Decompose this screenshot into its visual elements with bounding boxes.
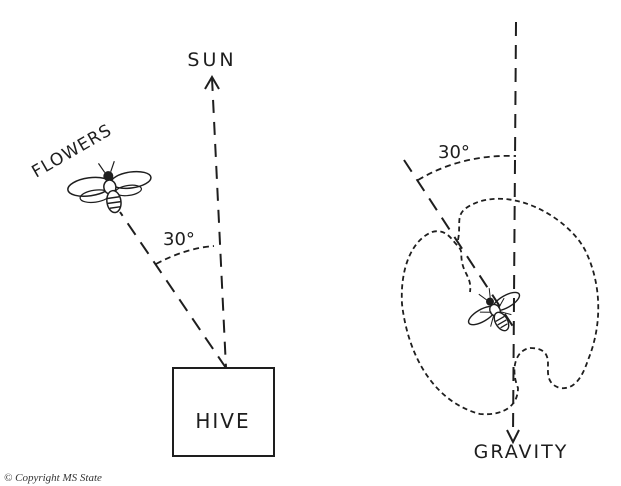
copyright-text: © Copyright MS State — [4, 472, 102, 484]
waggle-direction-line — [404, 160, 514, 328]
flying-bee-icon — [65, 156, 155, 218]
sun-label: SUN — [187, 49, 236, 71]
sun-direction-line — [212, 78, 226, 368]
sun-flower-hive-diagram: SUN FLOWERS 30° HIVE — [29, 49, 275, 456]
angle-label: 30° — [163, 229, 195, 250]
flowers-label: FLOWERS — [29, 120, 116, 182]
dancing-bee-icon — [459, 277, 532, 345]
hive-label: HIVE — [195, 409, 250, 433]
gravity-label: GRAVITY — [474, 441, 569, 463]
waggle-dance-diagram: 30° GRAVITY — [402, 22, 598, 463]
angle-label: 30° — [438, 142, 470, 163]
